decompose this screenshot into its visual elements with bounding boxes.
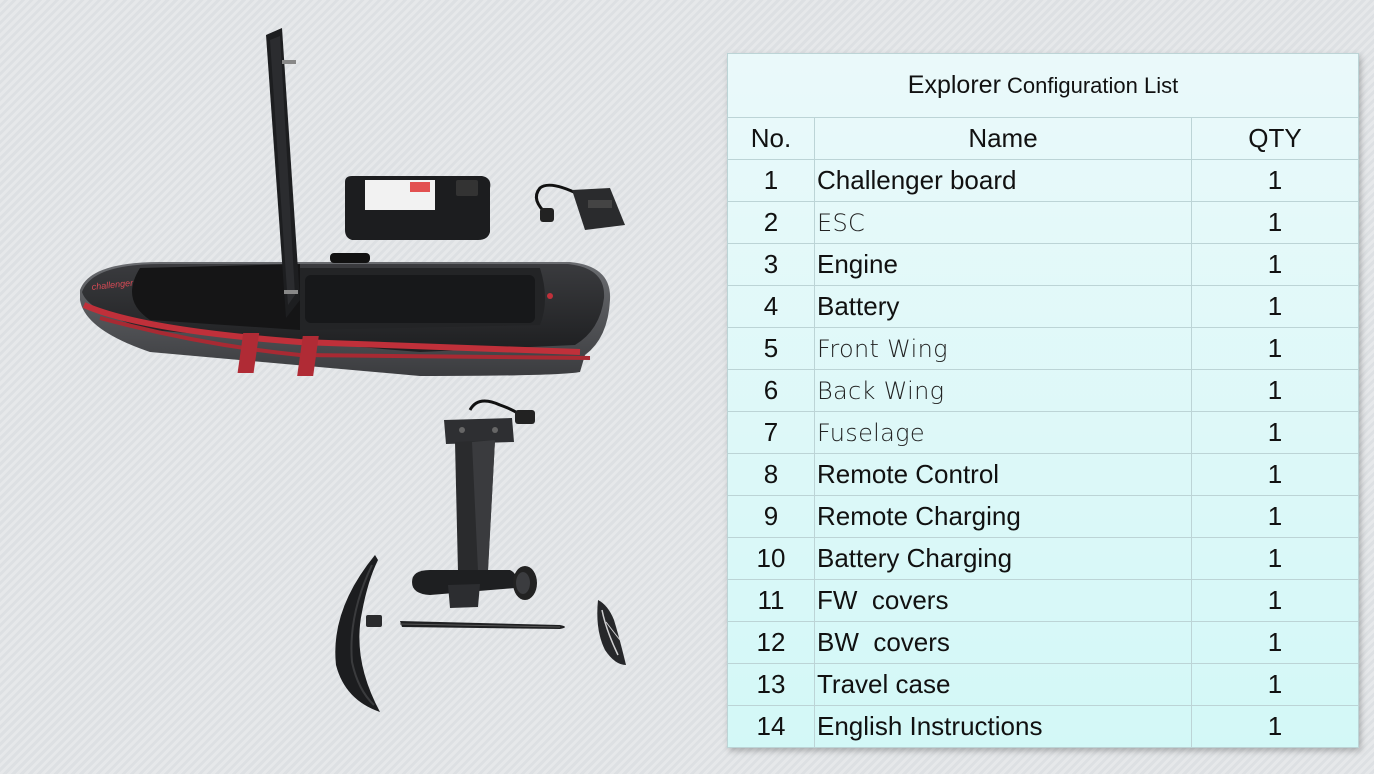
row-qty: 1 (1190, 369, 1360, 412)
row-qty: 1 (1190, 243, 1360, 286)
row-qty: 1 (1190, 327, 1360, 370)
row-qty: 1 (1190, 201, 1360, 244)
esc-image (534, 183, 625, 230)
header-qty: QTY (1190, 117, 1360, 160)
row-no: 4 (727, 285, 815, 328)
board-brand-label: challenger (91, 278, 134, 292)
fuselage-image (399, 621, 565, 629)
row-qty: 1 (1190, 495, 1360, 538)
row-name: Front Wing (814, 327, 1192, 370)
table-title-suffix: Configuration List (1000, 73, 1179, 98)
header-name: Name (814, 117, 1192, 160)
back-wing-image (597, 600, 626, 665)
row-name: Remote Control (814, 453, 1192, 496)
row-no: 9 (727, 495, 815, 538)
front-wing-image (335, 555, 382, 712)
row-qty: 1 (1190, 705, 1360, 748)
table-header-row: No. Name QTY (727, 117, 1360, 160)
row-qty: 1 (1190, 621, 1360, 664)
row-no: 1 (727, 159, 815, 202)
row-name: Engine (814, 243, 1192, 286)
row-no: 14 (727, 705, 815, 748)
row-qty: 1 (1190, 411, 1360, 454)
battery-image (345, 176, 491, 240)
table-title-model: Explorer (907, 71, 1001, 99)
row-no: 2 (727, 201, 815, 244)
row-name: English Instructions (814, 705, 1192, 748)
row-name: ESC (814, 201, 1192, 244)
row-no: 6 (727, 369, 815, 412)
table-title: Explorer Configuration List (726, 53, 1360, 118)
row-name: Fuselage (814, 411, 1192, 454)
row-qty: 1 (1190, 285, 1360, 328)
row-qty: 1 (1190, 579, 1360, 622)
configuration-table: Explorer Configuration List No. Name QTY… (726, 53, 1360, 748)
row-no: 7 (727, 411, 815, 454)
row-name: FW covers (814, 579, 1192, 622)
row-no: 12 (727, 621, 815, 664)
row-no: 13 (727, 663, 815, 706)
efoil-board-image: challenger (80, 253, 611, 376)
row-qty: 1 (1190, 159, 1360, 202)
row-name: Travel case (814, 663, 1192, 706)
row-qty: 1 (1190, 453, 1360, 496)
header-no: No. (727, 117, 815, 160)
row-no: 5 (727, 327, 815, 370)
row-no: 11 (727, 579, 815, 622)
row-name: Challenger board (814, 159, 1192, 202)
board-hatch-image (266, 28, 300, 318)
row-name: Back Wing (814, 369, 1192, 412)
row-qty: 1 (1190, 663, 1360, 706)
mast-engine-image (412, 399, 537, 608)
row-name: Battery (814, 285, 1192, 328)
row-no: 10 (727, 537, 815, 580)
row-no: 8 (727, 453, 815, 496)
product-illustration: challenger (80, 28, 626, 712)
row-name: BW covers (814, 621, 1192, 664)
row-name: Battery Charging (814, 537, 1192, 580)
row-no: 3 (727, 243, 815, 286)
row-qty: 1 (1190, 537, 1360, 580)
row-name: Remote Charging (814, 495, 1192, 538)
